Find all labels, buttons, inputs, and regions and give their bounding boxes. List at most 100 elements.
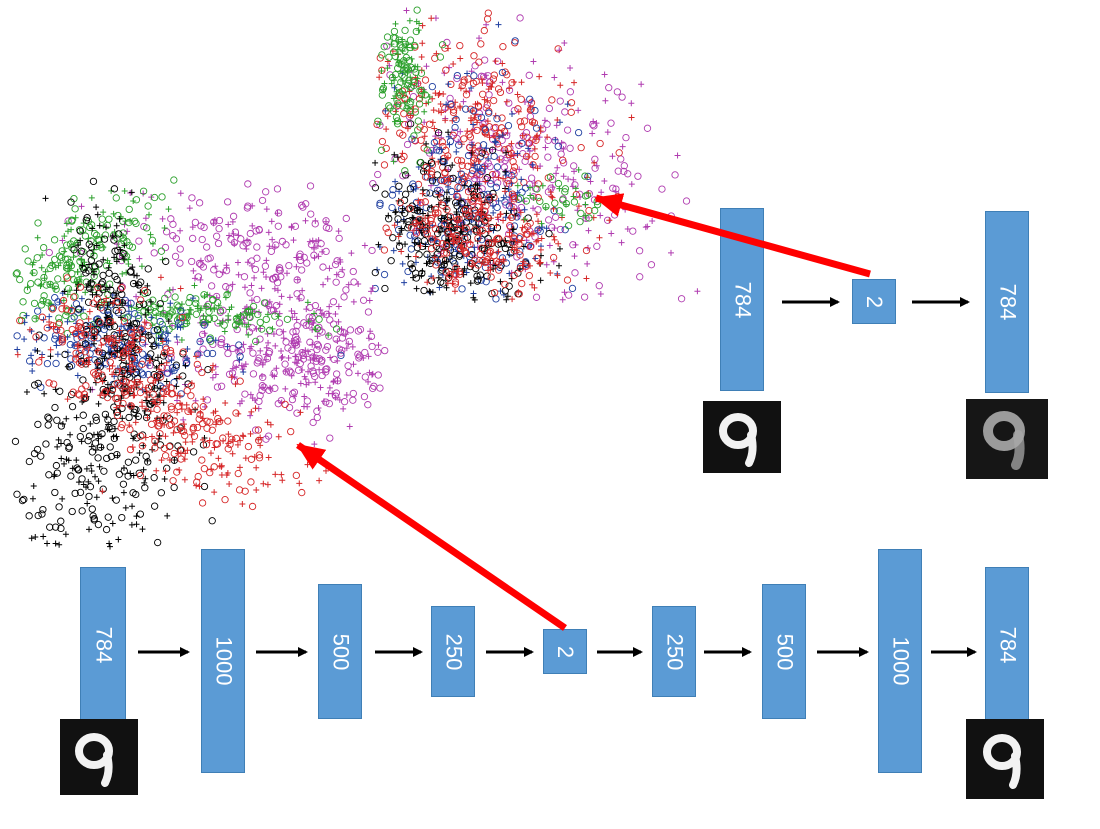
scatter-marker xyxy=(489,75,498,83)
scatter-marker xyxy=(441,169,449,178)
scatter-marker xyxy=(456,244,465,253)
scatter-marker xyxy=(418,242,427,251)
scatter-marker xyxy=(488,146,497,154)
scatter-marker xyxy=(421,173,430,181)
scatter-marker xyxy=(453,74,461,83)
scatter-marker xyxy=(471,256,479,265)
scatter-marker xyxy=(514,269,522,277)
scatter-marker xyxy=(622,133,630,142)
scatter-marker xyxy=(620,162,628,170)
scatter-marker xyxy=(642,224,649,231)
scatter-marker xyxy=(566,144,574,152)
scatter-marker xyxy=(400,196,409,204)
scatter-marker xyxy=(554,45,562,53)
scatter-marker xyxy=(395,197,402,204)
scatter-marker xyxy=(514,150,521,157)
scatter-marker xyxy=(446,141,453,148)
scatter-marker xyxy=(475,158,482,165)
scatter-marker xyxy=(501,188,508,195)
scatter-marker xyxy=(504,121,513,130)
scatter-marker xyxy=(480,26,488,35)
scatter-marker xyxy=(446,270,454,279)
scatter-marker xyxy=(469,212,477,220)
scatter-marker xyxy=(503,296,510,303)
scatter-marker xyxy=(445,81,452,88)
scatter-marker xyxy=(638,81,645,88)
scatter-marker xyxy=(628,100,635,107)
scatter-marker xyxy=(457,55,464,62)
scatter-marker xyxy=(584,260,591,267)
scatter-marker xyxy=(510,271,518,280)
scatter-marker xyxy=(387,257,395,265)
scatter-marker xyxy=(455,141,463,149)
scatter-marker xyxy=(428,204,435,211)
scatter-marker xyxy=(544,134,551,141)
scatter-marker xyxy=(378,137,387,146)
scatter-marker xyxy=(431,54,439,62)
scatter-marker xyxy=(555,240,562,247)
scatter-marker xyxy=(529,281,536,288)
scatter-marker xyxy=(491,138,498,145)
scatter-marker xyxy=(543,225,550,232)
scatter-marker xyxy=(682,197,691,205)
scatter-marker xyxy=(388,203,396,212)
scatter-marker xyxy=(426,189,434,197)
scatter-marker xyxy=(531,145,538,152)
scatter-marker xyxy=(554,142,562,150)
scatter-marker xyxy=(394,154,401,161)
scatter-marker xyxy=(430,275,437,282)
scatter-marker xyxy=(526,106,535,114)
scatter-marker xyxy=(432,242,441,251)
scatter-marker xyxy=(415,95,424,103)
scatter-marker xyxy=(440,249,448,257)
scatter-marker xyxy=(460,78,468,86)
scatter-marker xyxy=(620,167,628,176)
scatter-marker xyxy=(470,191,478,199)
scatter-marker xyxy=(423,260,430,267)
scatter-marker xyxy=(479,257,487,265)
scatter-marker xyxy=(449,131,457,139)
scatter-marker xyxy=(674,152,681,159)
scatter-marker xyxy=(429,155,436,162)
scatter-marker xyxy=(543,120,551,128)
scatter-marker xyxy=(452,115,460,124)
scatter-marker xyxy=(565,176,572,183)
scatter-marker xyxy=(511,37,519,45)
scatter-marker xyxy=(531,152,539,161)
scatter-marker xyxy=(538,235,545,242)
scatter-marker xyxy=(584,172,592,181)
scatter-marker xyxy=(442,66,450,74)
scatter-marker xyxy=(527,105,535,113)
scatter-marker xyxy=(386,71,394,79)
scatter-marker xyxy=(556,225,565,234)
scatter-marker xyxy=(477,113,486,122)
scatter-marker xyxy=(532,255,539,262)
scatter-marker xyxy=(444,154,451,161)
scatter-marker xyxy=(494,85,503,93)
scatter-marker xyxy=(499,132,506,139)
scatter-marker xyxy=(451,227,458,234)
scatter-marker xyxy=(534,206,542,214)
scatter-marker xyxy=(548,96,556,104)
scatter-marker xyxy=(550,205,557,212)
scatter-marker xyxy=(516,118,524,126)
scatter-marker xyxy=(402,241,409,248)
scatter-marker xyxy=(435,274,442,281)
scatter-marker xyxy=(466,240,474,249)
scatter-marker xyxy=(438,138,446,146)
scatter-marker xyxy=(401,279,408,286)
scatter-marker xyxy=(547,270,554,277)
scatter-marker xyxy=(493,170,501,178)
scatter-marker xyxy=(382,107,389,114)
scatter-marker xyxy=(371,284,379,293)
scatter-marker xyxy=(380,246,389,254)
scatter-marker xyxy=(551,213,560,221)
scatter-marker xyxy=(375,241,382,248)
deep-code-to-plot-arrow xyxy=(296,442,567,631)
scatter-marker xyxy=(548,193,555,200)
scatter-marker xyxy=(402,171,410,179)
scatter-marker xyxy=(457,157,466,165)
scatter-marker xyxy=(510,163,519,171)
scatter-marker xyxy=(438,224,445,231)
